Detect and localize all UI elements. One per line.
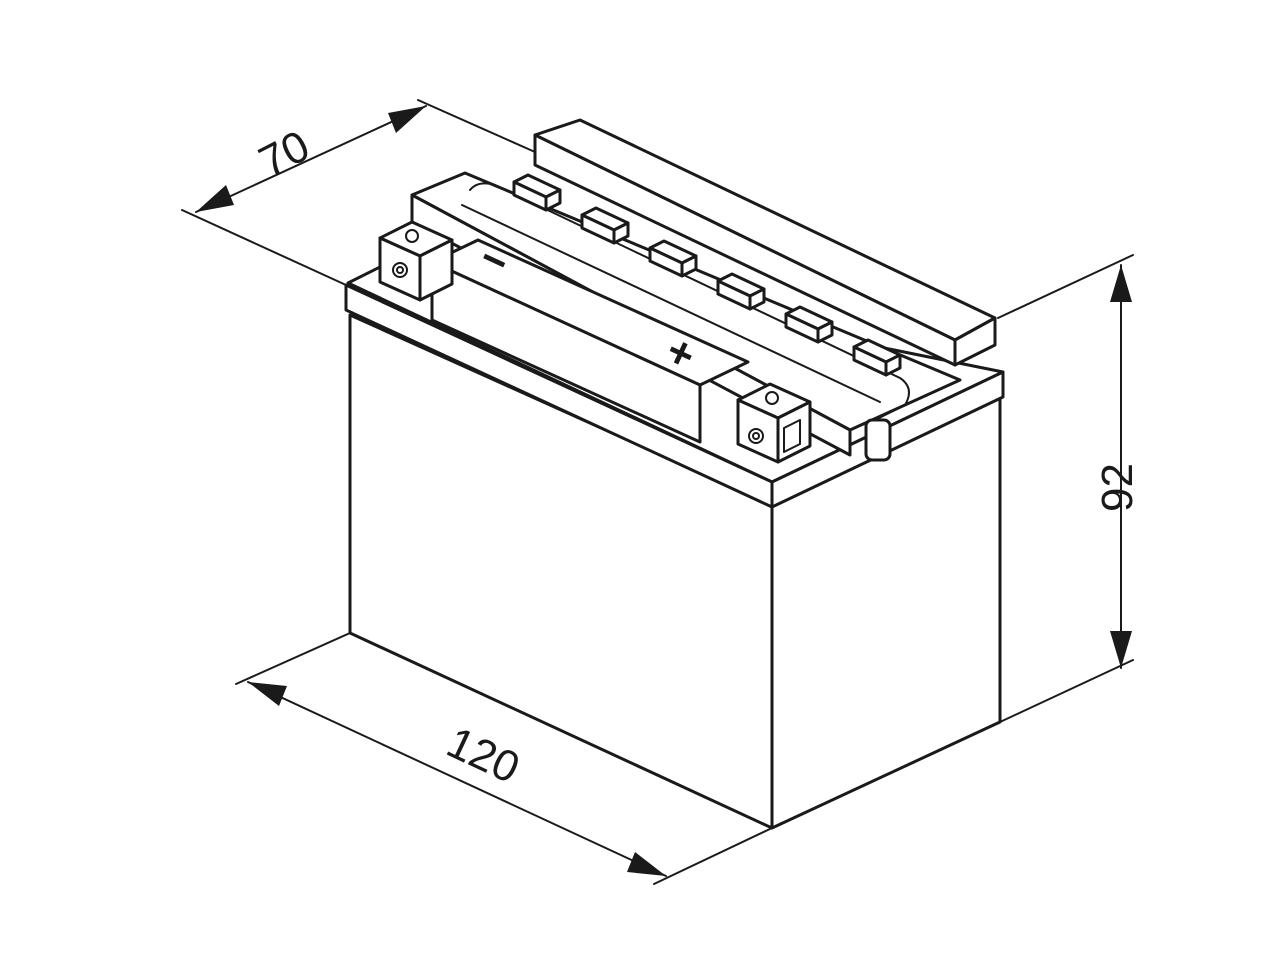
cell-cap: [648, 239, 698, 278]
height-dimension: 92: [997, 254, 1142, 723]
height-extension-top: [997, 254, 1134, 319]
length-extension-left: [235, 632, 351, 685]
height-label: 92: [1093, 463, 1142, 512]
cover-side: [953, 316, 997, 367]
length-arrow-right: [627, 852, 666, 876]
depth-dimension-line: [195, 105, 427, 213]
label-panel-front: [430, 260, 702, 444]
height-arrow-top: [1110, 265, 1132, 302]
negative-terminal: [378, 220, 454, 302]
cell-caps: [512, 173, 902, 377]
vent-nozzle: [864, 418, 892, 462]
depth-label: 70: [251, 121, 317, 187]
cell-cap: [512, 173, 562, 212]
raised-cover: [533, 118, 997, 367]
length-extension-right: [653, 827, 773, 885]
cell-cap: [716, 272, 766, 311]
label-panel: − +: [430, 233, 750, 444]
length-dimension-line: [247, 681, 667, 877]
battery-case: [348, 313, 1002, 830]
vent-channel: [469, 182, 910, 421]
cell-cap: [852, 338, 902, 377]
height-extension-bottom: [999, 659, 1134, 723]
depth-arrow-right: [388, 106, 426, 133]
length-arrow-left: [248, 682, 287, 706]
length-label: 120: [440, 718, 527, 793]
cell-cap: [784, 305, 834, 344]
depth-extension-right: [417, 99, 536, 153]
positive-terminal: [736, 382, 812, 464]
vent-channel-inner: [461, 204, 881, 403]
depth-arrow-left: [196, 185, 234, 212]
cell-cap: [580, 206, 630, 245]
height-arrow-bottom: [1110, 631, 1132, 668]
depth-extension-left: [181, 209, 347, 286]
